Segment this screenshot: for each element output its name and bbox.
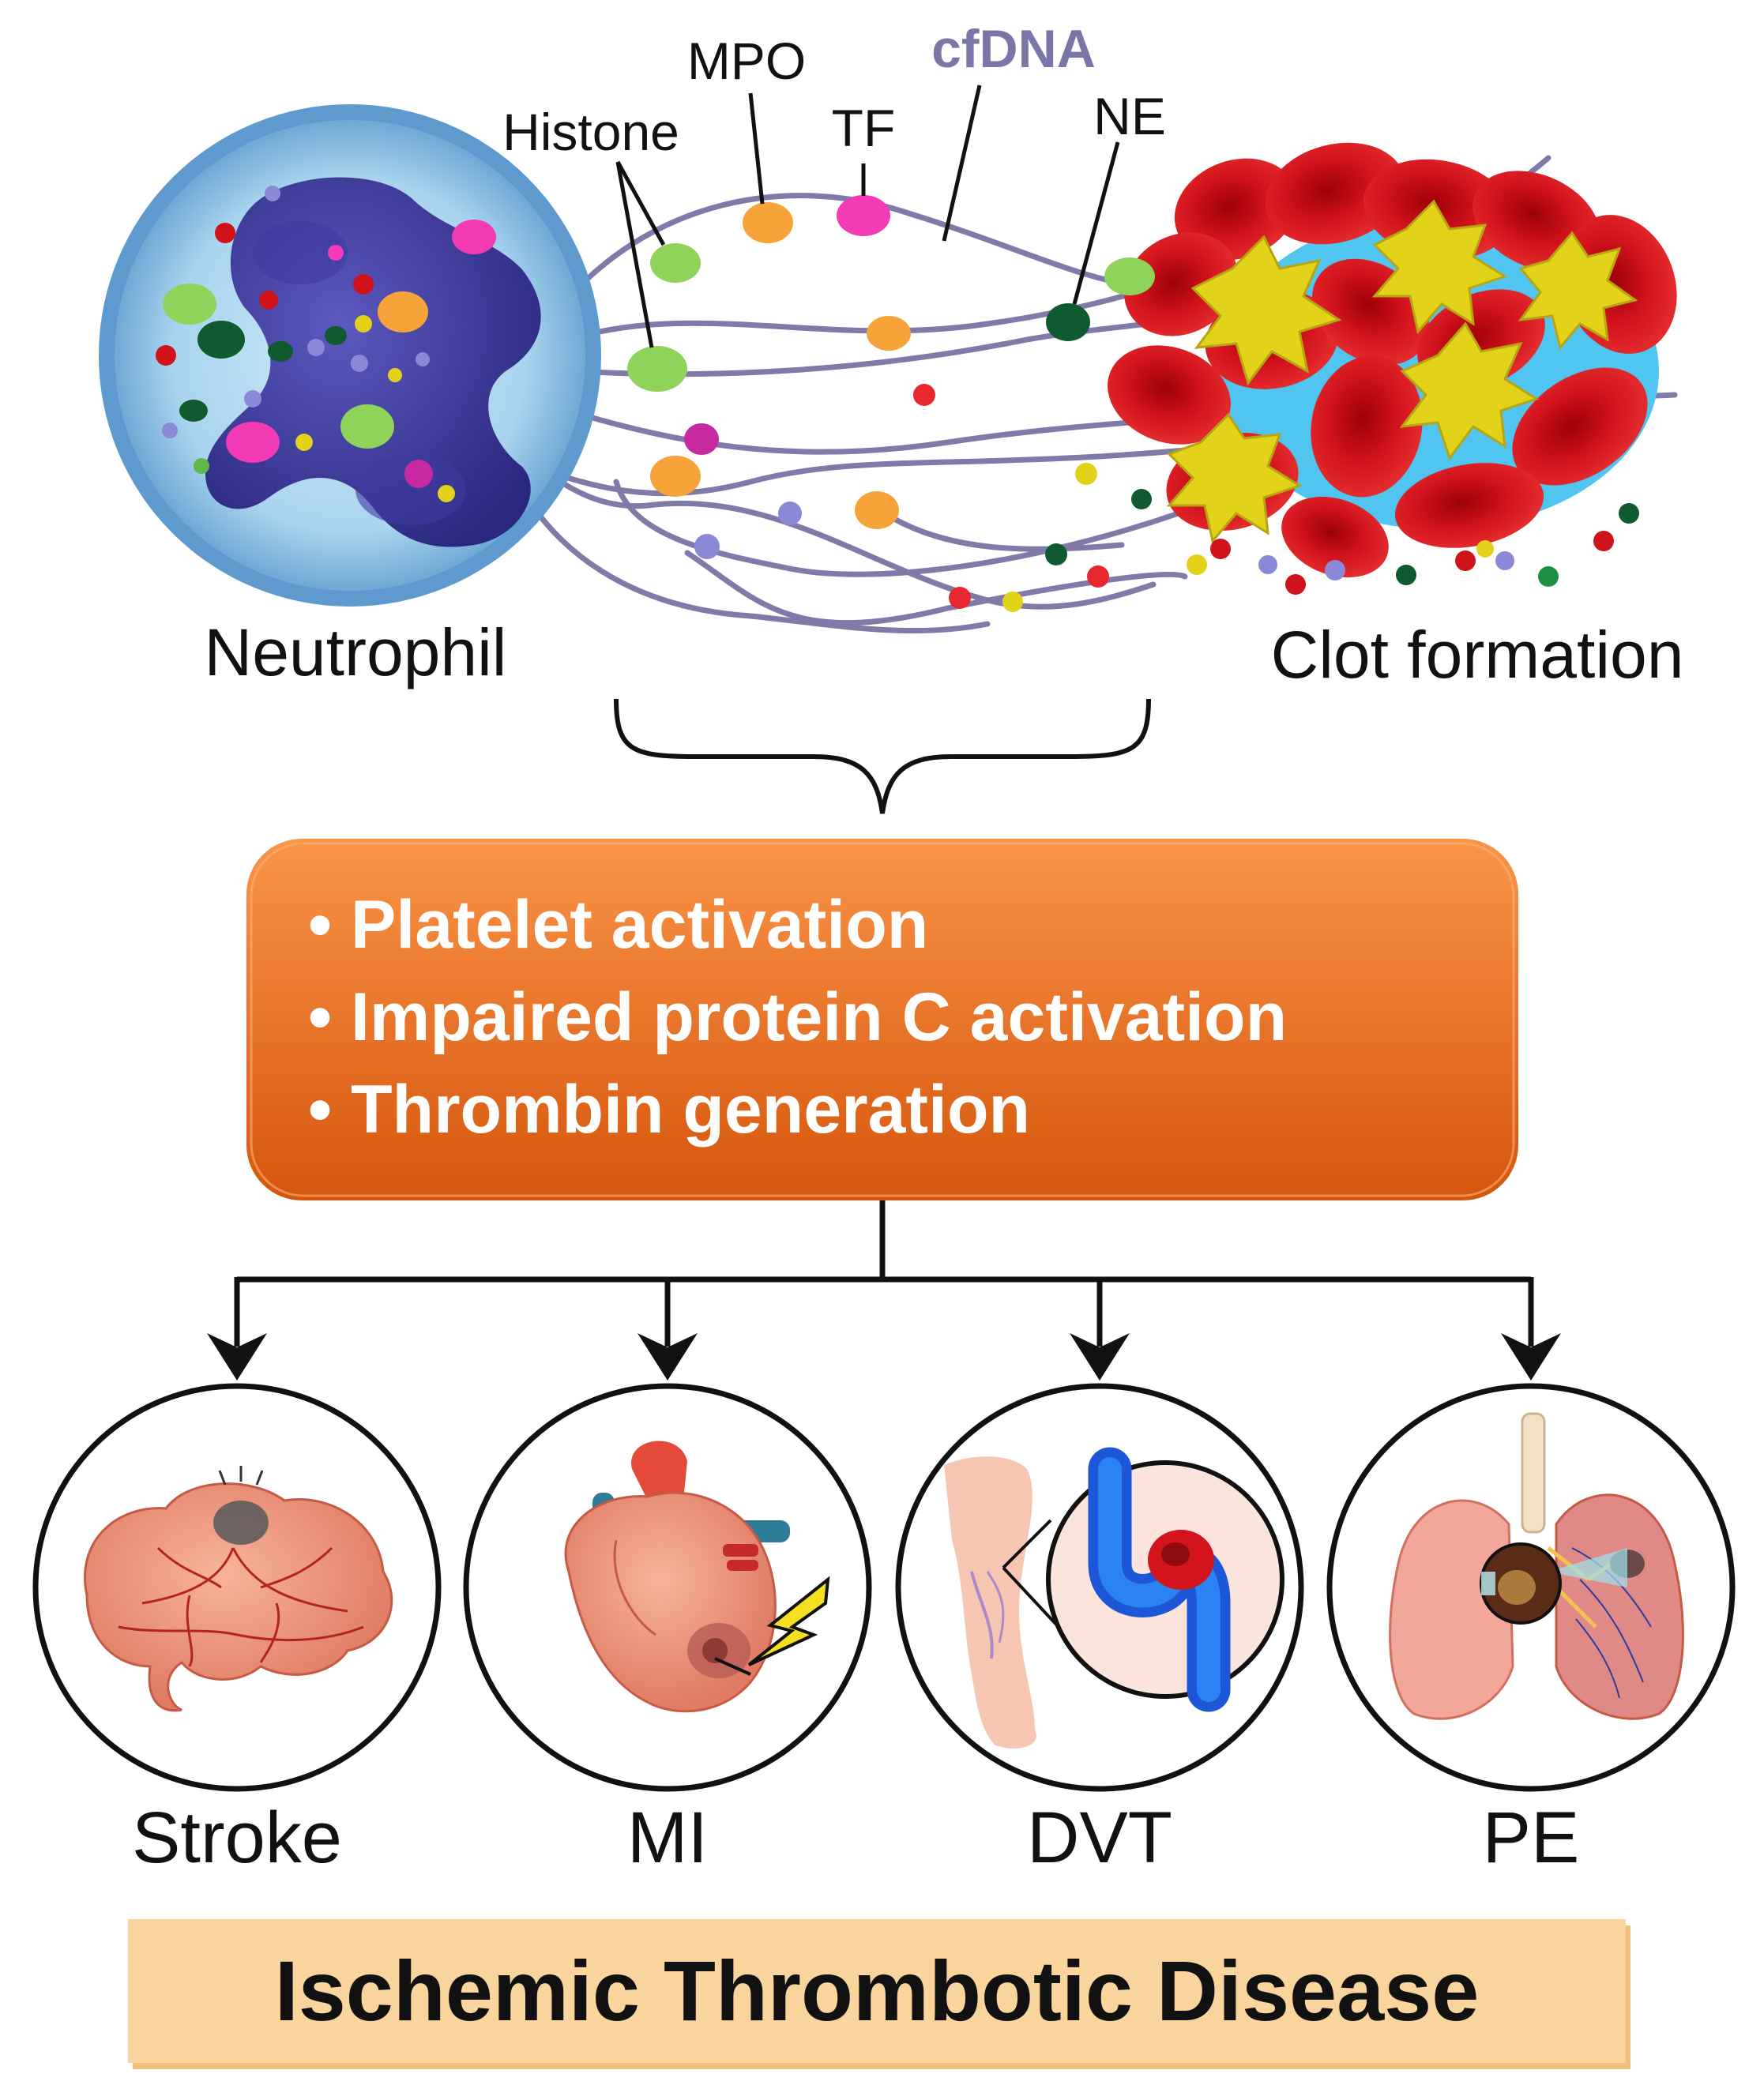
net-beads xyxy=(627,195,1155,612)
label-leader-lines xyxy=(615,85,1120,348)
mechanism-item: • Impaired protein C activation xyxy=(308,979,1287,1055)
arrow-head xyxy=(207,1333,267,1381)
dvt-panel xyxy=(895,1383,1304,1792)
mechanism-item: • Platelet activation xyxy=(308,887,928,963)
histone-bead xyxy=(627,346,687,392)
arrow-head xyxy=(1501,1333,1561,1381)
tf-label: TF xyxy=(832,99,896,157)
lungs-icon xyxy=(1389,1412,1684,1720)
histone-bead xyxy=(650,243,701,283)
mi-panel xyxy=(463,1383,872,1792)
histone-label: Histone xyxy=(502,103,679,161)
leg-icon xyxy=(944,1456,1036,1749)
platelets xyxy=(1166,199,1638,544)
tf-bead-dark xyxy=(684,423,719,455)
brain-icon xyxy=(84,1466,393,1712)
branch-arrows xyxy=(234,1200,1534,1347)
clot-particles xyxy=(1187,503,1639,595)
curly-brace xyxy=(614,698,1151,814)
mechanism-item: • Thrombin generation xyxy=(308,1072,1030,1148)
ne-bead xyxy=(1046,303,1090,341)
tf-bead xyxy=(837,195,890,236)
arrow-head xyxy=(1070,1333,1130,1381)
heart-icon xyxy=(564,1441,790,1713)
outcome-label-stroke: Stroke xyxy=(132,1798,342,1878)
mpo-label: MPO xyxy=(687,32,806,90)
mpo-bead xyxy=(743,202,793,243)
arrow-head xyxy=(638,1333,698,1381)
neutrophil-granules xyxy=(156,186,496,502)
arrow-heads xyxy=(207,1333,1561,1381)
outcome-label-mi: MI xyxy=(627,1798,708,1878)
mpo-bead xyxy=(867,316,911,351)
lightning-icon xyxy=(747,1576,830,1666)
cfdna-label: cfDNA xyxy=(931,19,1096,79)
footer-title: Ischemic Thrombotic Disease xyxy=(275,1943,1480,2038)
mpo-bead xyxy=(650,456,701,497)
mechanism-box: • Platelet activation • Impaired protein… xyxy=(246,839,1518,1200)
outcome-label-pe: PE xyxy=(1483,1798,1580,1878)
neutrophil-label: Neutrophil xyxy=(205,615,507,689)
neutrophil-cell xyxy=(99,104,601,607)
stroke-panel xyxy=(32,1383,442,1792)
clot-formation-label: Clot formation xyxy=(1271,618,1684,692)
clot-formation xyxy=(1108,142,1677,595)
vein-icon xyxy=(1088,1447,1231,1712)
footer-banner: Ischemic Thrombotic Disease xyxy=(128,1919,1630,2069)
mpo-bead xyxy=(855,491,899,529)
pe-panel xyxy=(1326,1383,1736,1792)
outcome-label-dvt: DVT xyxy=(1027,1798,1172,1878)
ne-label: NE xyxy=(1093,87,1166,145)
histone-bead xyxy=(1104,257,1155,295)
